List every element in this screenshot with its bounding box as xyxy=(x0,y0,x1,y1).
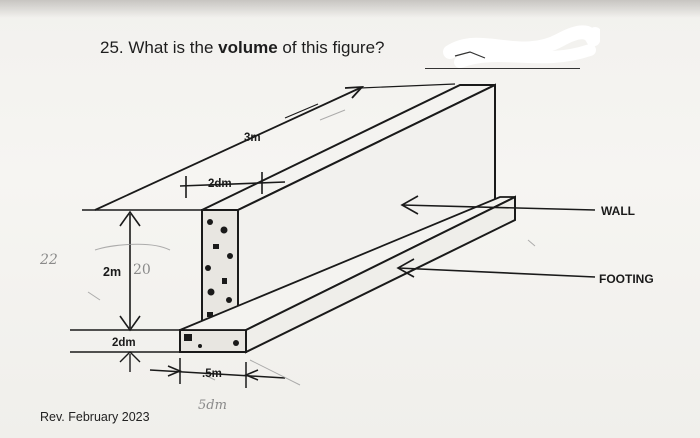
question-text: 25. What is the volume of this figure? xyxy=(100,38,384,58)
footing-label: FOOTING xyxy=(599,272,654,286)
height-label: 2m xyxy=(103,265,122,279)
question-text-before: What is the xyxy=(128,38,214,57)
question-emphasis: volume xyxy=(218,38,278,57)
length-dimension-line xyxy=(94,87,361,211)
footing-handwritten-note: 5dm xyxy=(198,398,227,413)
redaction-scribble xyxy=(443,25,600,68)
pencil-sketch-marks xyxy=(87,109,536,386)
thickness-label: 2dm xyxy=(208,178,232,190)
footing-side xyxy=(245,195,516,354)
revision-date: Rev. February 2023 xyxy=(40,410,150,424)
answer-line[interactable] xyxy=(425,68,580,69)
footing-height-label: 2dm xyxy=(112,337,136,349)
wall-leader-line xyxy=(401,204,596,211)
margin-handwritten-mark: 22 xyxy=(40,252,58,268)
question-text-after: of this figure? xyxy=(282,38,385,57)
question-number: 25. xyxy=(100,38,124,57)
wall-leader-arrow xyxy=(400,195,419,215)
wall-label: WALL xyxy=(601,204,635,218)
footing-width-label: .5m xyxy=(202,368,222,380)
length-arrow-head xyxy=(344,85,365,99)
thickness-dimension-line xyxy=(179,181,286,187)
length-label: 3m xyxy=(244,132,261,144)
footing-leader-arrow xyxy=(396,258,415,278)
scan-shadow xyxy=(0,0,700,18)
footing-width-line xyxy=(149,369,286,379)
footing-aggregate xyxy=(184,334,239,348)
footing-leader-line xyxy=(397,267,596,278)
height-handwritten-note: 20 xyxy=(133,262,151,278)
